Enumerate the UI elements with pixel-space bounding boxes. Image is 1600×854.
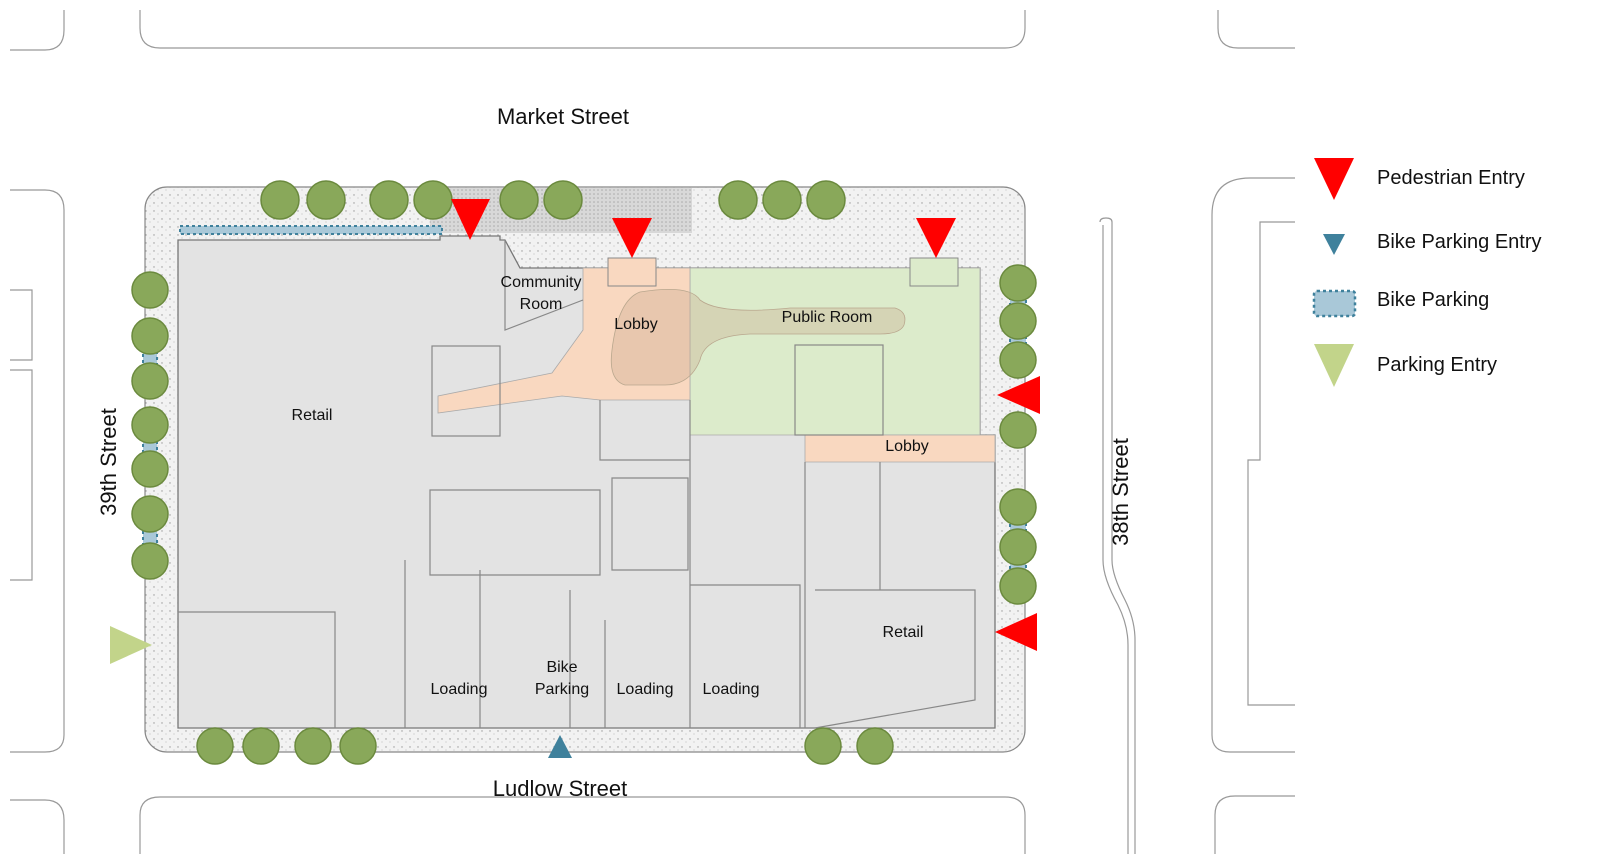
vestibule bbox=[607, 257, 657, 287]
pedestrian-entry-icon bbox=[1314, 158, 1354, 200]
entry-markers bbox=[110, 199, 1040, 758]
surrounding-blocks bbox=[10, 10, 1295, 854]
legend-label: Parking Entry bbox=[1377, 354, 1497, 376]
pedestrian-entry-icon bbox=[916, 218, 956, 258]
tree-icon bbox=[806, 180, 846, 220]
room-label-community-room: Community bbox=[501, 274, 582, 291]
lobby-east-area bbox=[804, 434, 996, 463]
tree-icon bbox=[999, 341, 1037, 379]
tree-icon bbox=[499, 180, 539, 220]
bike-parking-icon bbox=[1312, 289, 1357, 318]
street-label-ludlow: Ludlow Street bbox=[493, 776, 628, 801]
tree-icon bbox=[999, 528, 1037, 566]
tree-icon bbox=[804, 727, 842, 765]
tree-icon bbox=[131, 317, 169, 355]
tree-icon bbox=[999, 264, 1037, 302]
street-trees bbox=[131, 180, 1037, 765]
tree-icon bbox=[260, 180, 300, 220]
tree-icon bbox=[306, 180, 346, 220]
tree-icon bbox=[131, 542, 169, 580]
pedestrian-entry-icon bbox=[997, 376, 1040, 414]
tree-icon bbox=[339, 727, 377, 765]
street-label-39th: 39th Street bbox=[96, 408, 121, 516]
legend-label: Bike Parking bbox=[1377, 289, 1489, 311]
parking-entry-icon bbox=[110, 626, 152, 664]
tree-icon bbox=[242, 727, 280, 765]
room-label-lobby-east: Lobby bbox=[885, 438, 929, 455]
room-label-public-room: Public Room bbox=[782, 309, 873, 326]
pedestrian-entry-icon bbox=[995, 613, 1037, 651]
interior-walls bbox=[178, 240, 976, 729]
parking-entry-icon bbox=[1314, 344, 1354, 387]
vestibule bbox=[909, 257, 959, 287]
lobby-rug bbox=[610, 288, 906, 386]
public-room-area bbox=[689, 267, 981, 436]
room-label-bike-parking: Parking bbox=[535, 681, 589, 698]
tree-icon bbox=[131, 406, 169, 444]
legend: Pedestrian Entry Bike Parking Entry Bike… bbox=[1312, 158, 1542, 387]
room-label-retail-east: Retail bbox=[883, 624, 924, 641]
pedestrian-entry-icon bbox=[451, 199, 490, 240]
street-label-38th: 38th Street bbox=[1108, 438, 1133, 546]
tree-icon bbox=[413, 180, 453, 220]
room-label-loading: Loading bbox=[617, 681, 674, 698]
room-label-loading: Loading bbox=[431, 681, 488, 698]
tree-icon bbox=[294, 727, 332, 765]
tree-icon bbox=[999, 302, 1037, 340]
tree-icon bbox=[999, 411, 1037, 449]
legend-label: Pedestrian Entry bbox=[1377, 167, 1525, 189]
tree-icon bbox=[718, 180, 758, 220]
tree-icon bbox=[369, 180, 409, 220]
bike-parking-entry-icon bbox=[1323, 234, 1345, 255]
tree-icon bbox=[131, 495, 169, 533]
tree-icon bbox=[856, 727, 894, 765]
room-label-lobby: Lobby bbox=[614, 316, 658, 333]
tree-icon bbox=[196, 727, 234, 765]
tree-icon bbox=[999, 567, 1037, 605]
bike-parking-entry-icon bbox=[548, 735, 572, 758]
tree-icon bbox=[131, 362, 169, 400]
tree-icon bbox=[543, 180, 583, 220]
tree-icon bbox=[131, 271, 169, 309]
street-label-market: Market Street bbox=[497, 104, 629, 129]
tree-icon bbox=[762, 180, 802, 220]
tree-icon bbox=[999, 488, 1037, 526]
legend-label: Bike Parking Entry bbox=[1377, 231, 1542, 253]
room-label-bike-parking: Bike bbox=[546, 659, 577, 676]
room-label-loading: Loading bbox=[703, 681, 760, 698]
room-label-community-room: Room bbox=[520, 296, 563, 313]
pedestrian-entry-icon bbox=[612, 218, 652, 258]
tree-icon bbox=[131, 450, 169, 488]
room-label-retail-west: Retail bbox=[292, 407, 333, 424]
